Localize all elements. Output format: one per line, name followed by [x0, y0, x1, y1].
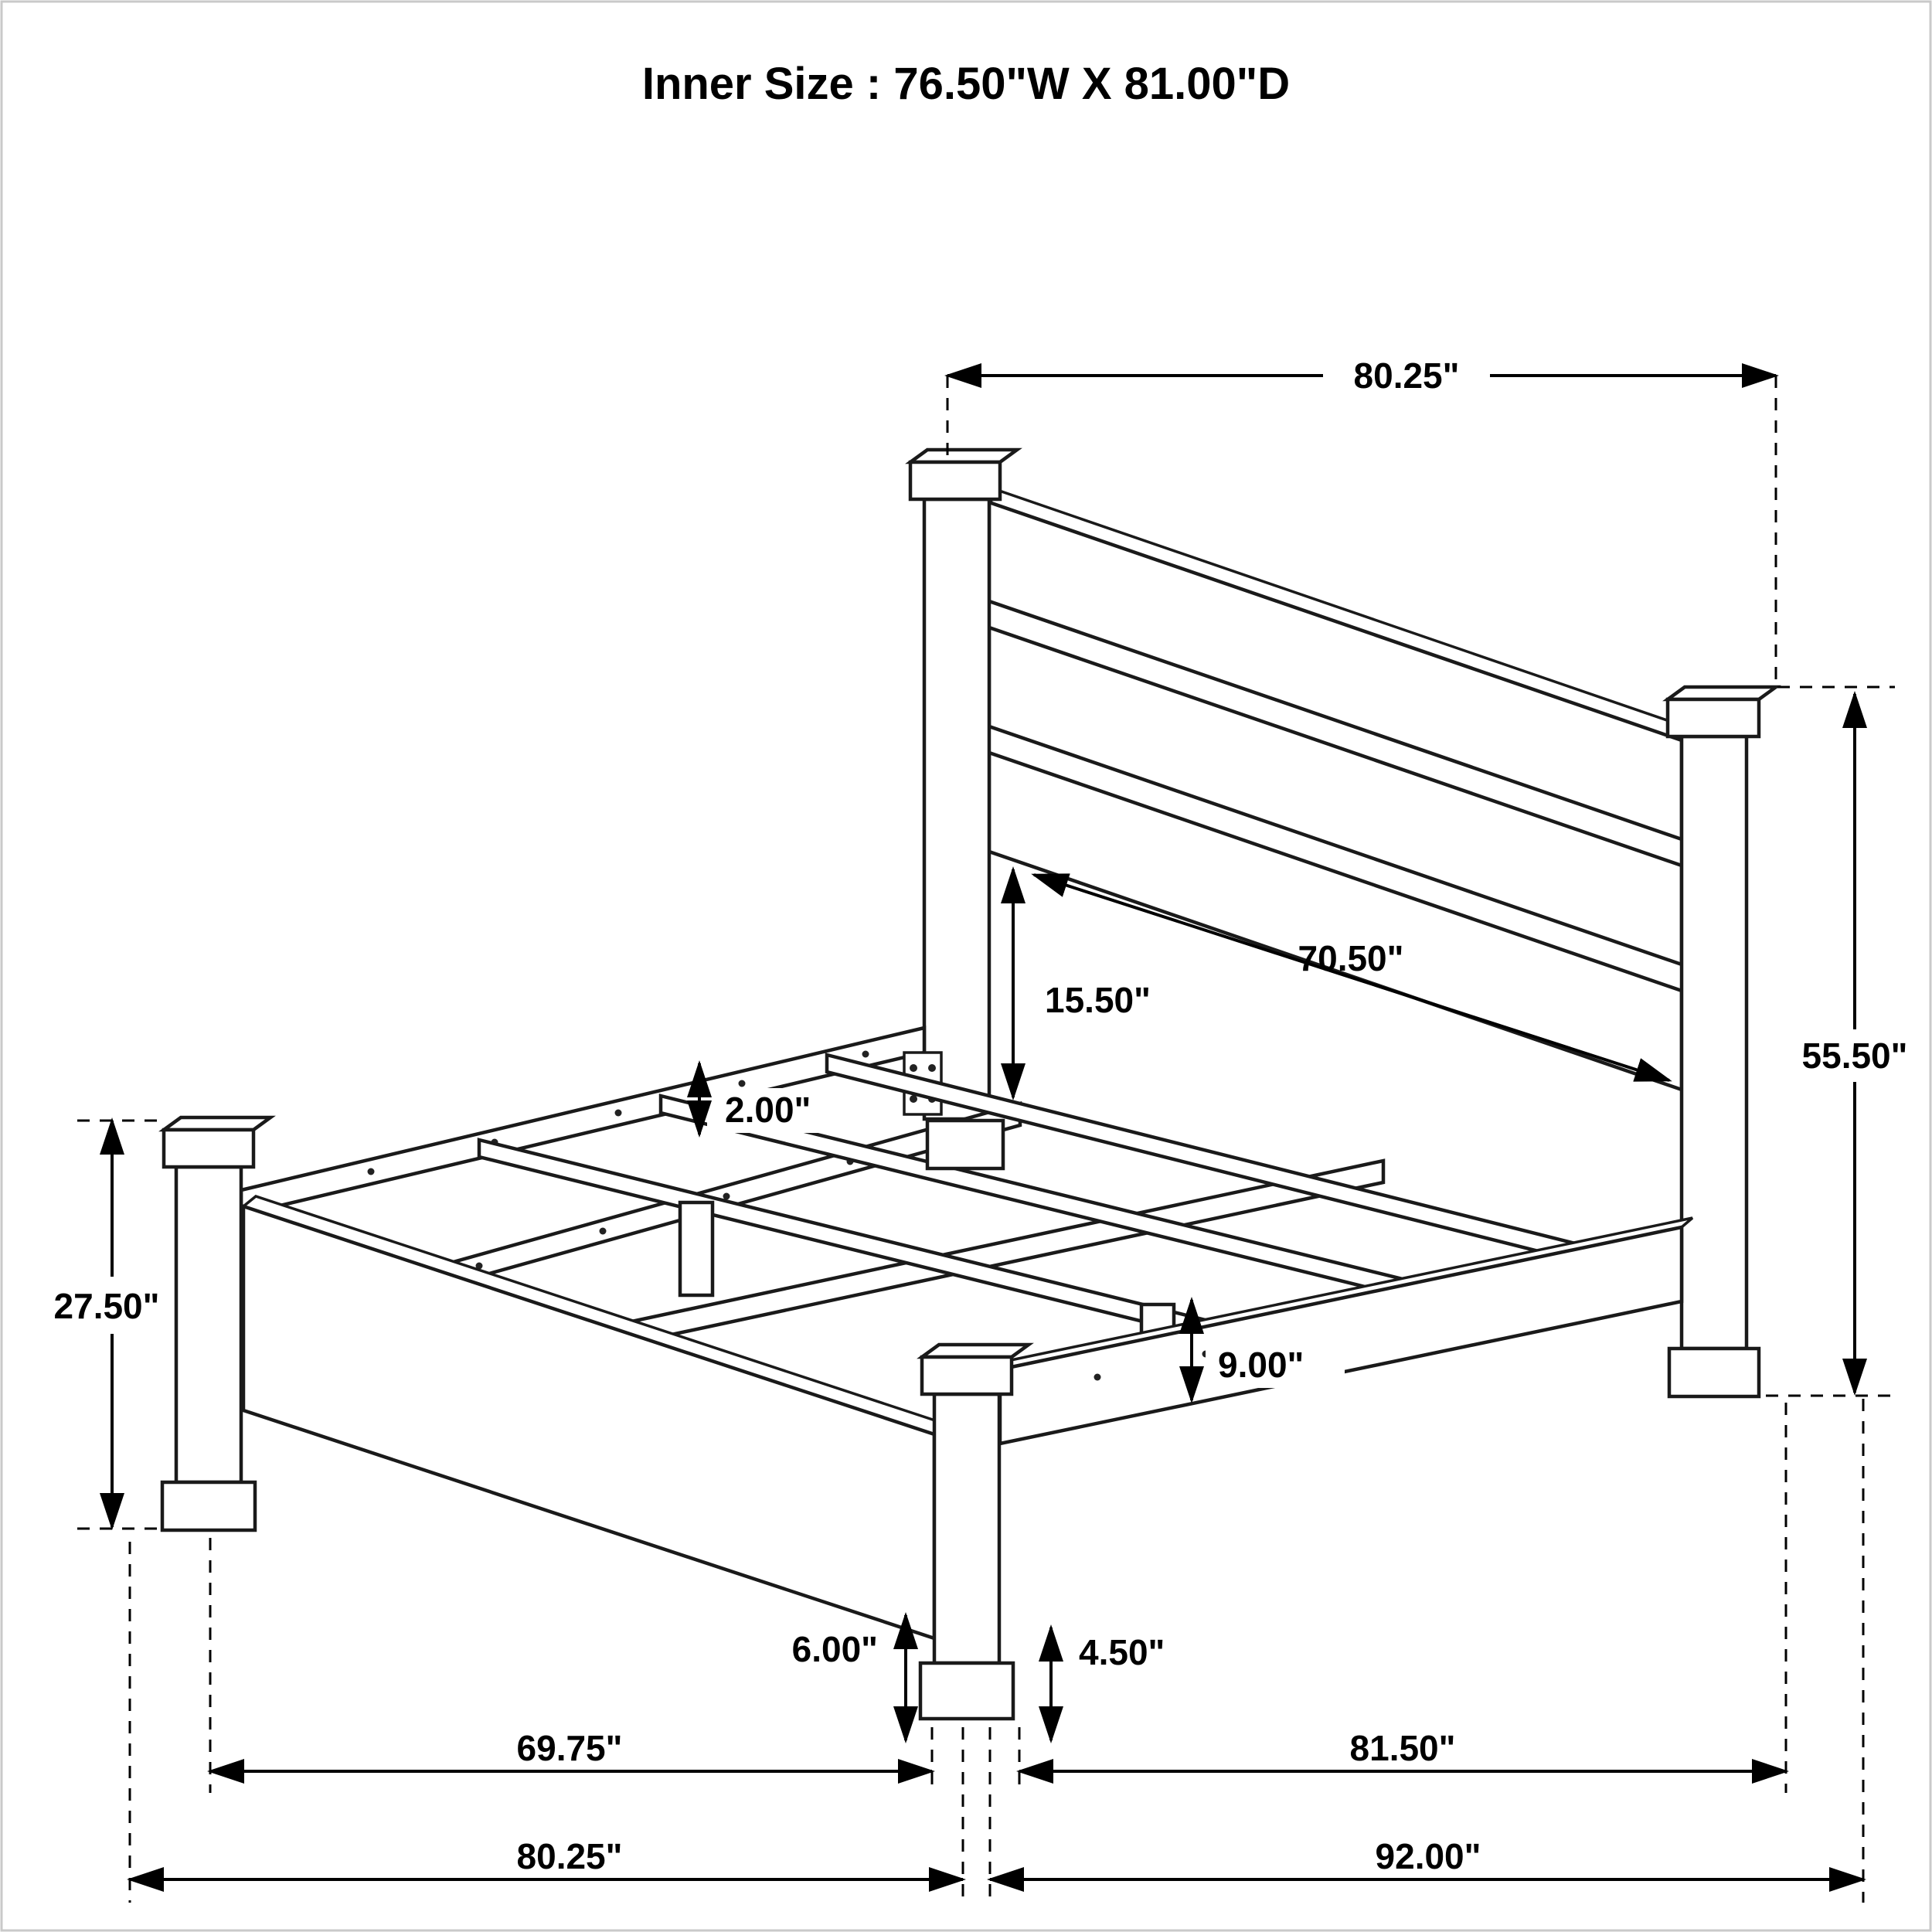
footboard-panel [241, 1203, 937, 1641]
dimension-annotations: 80.25" 55.50" 70.50" 15.50" 2.00" 27.50" [54, 355, 1908, 1903]
headboard-right-post-cap [1665, 697, 1761, 739]
dim-label-rail-clearance: 4.50" [1079, 1632, 1165, 1672]
dim-footboard-width: 69.75" [207, 1728, 935, 1784]
dim-top-width: 80.25" [944, 355, 1779, 396]
footboard [158, 1115, 1034, 1721]
dim-overall-depth: 92.00" [987, 1836, 1866, 1892]
dim-label-side-rail-length: 81.50" [1350, 1728, 1456, 1768]
dim-label-rail-thickness: 2.00" [725, 1090, 811, 1130]
dim-label-support-leg-height: 9.00" [1218, 1345, 1304, 1385]
dim-label-inner-width: 70.50" [1298, 938, 1404, 978]
dim-headboard-height: 55.50" [1802, 691, 1908, 1396]
footboard-left-post [174, 1165, 243, 1485]
dim-footboard-clearance: 6.00" [792, 1612, 918, 1743]
dim-base-width: 80.25" [127, 1836, 966, 1892]
dim-label-overall-depth: 92.00" [1376, 1836, 1481, 1876]
diagram-title: Inner Size : 76.50"W X 81.00"D [642, 59, 1290, 109]
headboard-right-post [1679, 734, 1749, 1351]
footboard-right-post [932, 1392, 1002, 1665]
dim-label-top-width: 80.25" [1354, 355, 1460, 396]
footboard-right-post-foot [918, 1661, 1015, 1721]
dim-rail-clearance: 4.50" [1039, 1624, 1165, 1743]
headboard-left-post [922, 497, 992, 1121]
dim-label-footboard-width: 69.75" [517, 1728, 623, 1768]
dim-inner-width: 70.50" [1031, 873, 1672, 1082]
footboard-left-post-cap-top [158, 1115, 276, 1132]
frame-rails [239, 1026, 1694, 1446]
center-support-foot [925, 1118, 1005, 1171]
footboard-left-post-cap [162, 1128, 256, 1169]
dim-label-headboard-inner-height: 15.50" [1045, 980, 1151, 1020]
footboard-right-post-cap-top [917, 1342, 1034, 1359]
headboard-right-post-foot [1667, 1346, 1761, 1399]
footboard-left-post-foot [160, 1480, 257, 1532]
support-leg-1 [678, 1200, 715, 1298]
footboard-right-post-cap [920, 1355, 1014, 1396]
slats [477, 1053, 1587, 1347]
headboard-left-post-cap [908, 460, 1002, 502]
dim-footboard-post-height: 27.50" [54, 1117, 160, 1530]
headboard-right-post-cap-top [1662, 685, 1781, 702]
dim-side-rail-length: 81.50" [1016, 1728, 1789, 1784]
dim-rail-thickness: 2.00" [687, 1060, 811, 1138]
headboard-left-post-cap-top [905, 447, 1022, 464]
dim-label-footboard-clearance: 6.00" [792, 1629, 878, 1669]
dim-label-base-width: 80.25" [517, 1836, 623, 1876]
dim-support-leg-height: 9.00" [1179, 1297, 1304, 1403]
dim-headboard-inner-height: 15.50" [1001, 866, 1151, 1100]
near-side-rail [998, 1225, 1684, 1446]
dim-label-headboard-height: 55.50" [1802, 1036, 1908, 1076]
dim-label-footboard-post-height: 27.50" [54, 1286, 160, 1326]
